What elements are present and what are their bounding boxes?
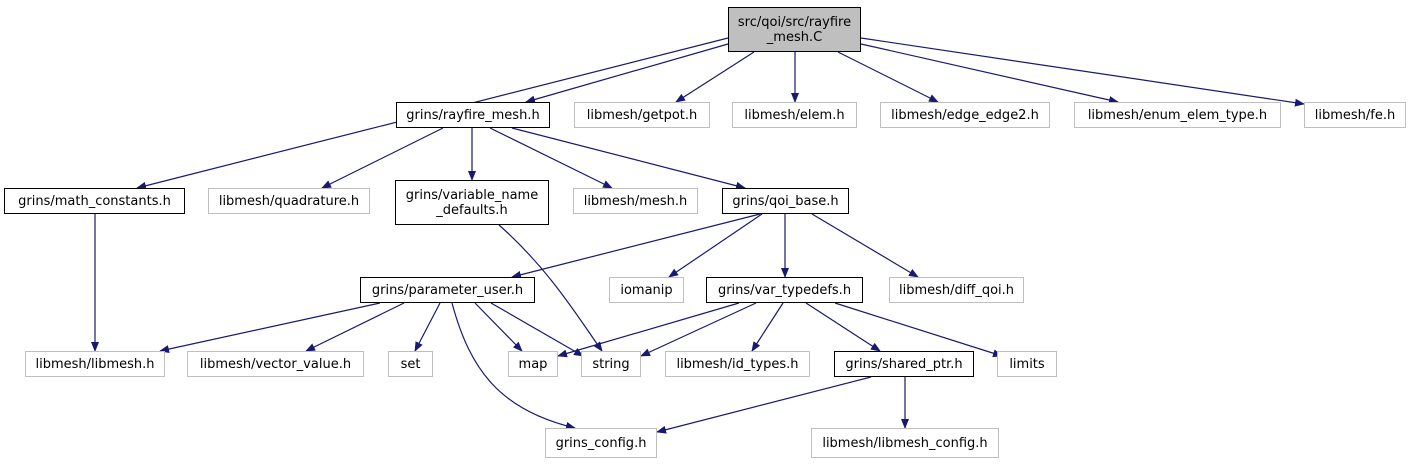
node-label: set [400, 356, 421, 372]
node-math-constants[interactable]: grins/math_constants.h [4, 188, 185, 214]
node-label: libmesh/vector_value.h [199, 356, 352, 372]
node-label: grins/variable_name _defaults.h [405, 187, 539, 218]
node-variable-name-defaults[interactable]: grins/variable_name _defaults.h [395, 180, 549, 225]
node-label: libmesh/enum_elem_type.h [1087, 107, 1268, 123]
node-label: libmesh/mesh.h [583, 193, 688, 209]
edge-rayfire-mesh-to-mesh [489, 127, 613, 189]
edge-shared-ptr-to-grins-config [656, 376, 872, 434]
node-limits: limits [997, 351, 1057, 377]
node-var-typedefs[interactable]: grins/var_typedefs.h [706, 277, 863, 303]
node-mesh: libmesh/mesh.h [573, 188, 698, 214]
edge-var-typedefs-to-map [557, 302, 740, 358]
edge-parameter-user-to-string [490, 302, 584, 357]
node-label: libmesh/fe.h [1314, 107, 1396, 123]
edge-root-to-fe [860, 37, 1305, 107]
edge-parameter-user-to-set [414, 302, 441, 352]
node-libmesh: libmesh/libmesh.h [25, 351, 165, 377]
node-shared-ptr[interactable]: grins/shared_ptr.h [834, 351, 974, 377]
edge-variable-name-defaults-to-string [498, 224, 603, 352]
edge-parameter-user-to-libmesh [159, 302, 381, 353]
edge-var-typedefs-to-shared-ptr [805, 302, 881, 352]
edge-var-typedefs-to-string [640, 302, 757, 357]
node-label: libmesh/getpot.h [586, 107, 698, 123]
node-getpot: libmesh/getpot.h [574, 102, 710, 128]
edge-root-to-getpot [675, 51, 755, 103]
node-label: grins/parameter_user.h [371, 282, 524, 298]
node-id-types: libmesh/id_types.h [665, 351, 810, 377]
edge-rayfire-mesh-to-quadrature [321, 127, 444, 189]
node-label: src/qoi/src/rayfire _mesh.C [737, 14, 852, 45]
node-enum-elem-type: libmesh/enum_elem_type.h [1074, 102, 1281, 128]
node-label: iomanip [620, 282, 673, 298]
node-parameter-user[interactable]: grins/parameter_user.h [360, 277, 535, 303]
node-libmesh-config: libmesh/libmesh_config.h [811, 428, 999, 458]
edge-qoi-base-to-diff-qoi [811, 213, 919, 278]
node-label: libmesh/libmesh.h [35, 356, 155, 372]
node-rayfire-mesh[interactable]: grins/rayfire_mesh.h [396, 102, 550, 128]
node-label: libmesh/diff_qoi.h [898, 282, 1015, 298]
node-grins-config: grins_config.h [545, 428, 657, 458]
node-label: string [592, 356, 630, 372]
node-label: grins/rayfire_mesh.h [406, 107, 540, 123]
edge-var-typedefs-to-limits [834, 302, 1003, 358]
node-label: limits [1009, 356, 1045, 372]
node-label: libmesh/elem.h [744, 107, 845, 123]
node-diff-qoi: libmesh/diff_qoi.h [889, 277, 1024, 303]
node-label: libmesh/quadrature.h [218, 193, 360, 209]
node-label: grins_config.h [555, 435, 647, 451]
node-qoi-base[interactable]: grins/qoi_base.h [722, 188, 849, 214]
node-label: libmesh/id_types.h [676, 356, 799, 372]
edge-qoi-base-to-parameter-user [511, 213, 761, 279]
edge-parameter-user-to-grins-config [451, 302, 576, 430]
node-label: grins/qoi_base.h [732, 193, 839, 209]
node-label: libmesh/libmesh_config.h [822, 435, 988, 451]
node-label: grins/math_constants.h [18, 193, 171, 209]
node-set: set [388, 351, 433, 377]
node-label: grins/shared_ptr.h [845, 356, 963, 372]
edge-root-to-rayfire-mesh [525, 43, 729, 104]
node-elem: libmesh/elem.h [732, 102, 857, 128]
node-iomanip: iomanip [609, 277, 684, 303]
node-root[interactable]: src/qoi/src/rayfire _mesh.C [728, 7, 861, 52]
node-quadrature: libmesh/quadrature.h [208, 188, 370, 214]
node-vector-value: libmesh/vector_value.h [187, 351, 364, 377]
edge-parameter-user-to-vector-value [305, 302, 405, 352]
edge-root-to-enum-elem-type [860, 43, 1119, 104]
node-string: string [581, 351, 641, 377]
node-map: map [508, 351, 558, 377]
node-label: map [518, 356, 548, 372]
edge-var-typedefs-to-id-types [751, 302, 784, 352]
edge-rayfire-mesh-to-qoi-base [511, 127, 746, 190]
edge-qoi-base-to-iomanip [668, 213, 763, 278]
node-label: grins/var_typedefs.h [717, 282, 852, 298]
node-edge-edge2: libmesh/edge_edge2.h [880, 102, 1050, 128]
edge-root-to-edge-edge2 [837, 51, 939, 103]
edge-parameter-user-to-map [474, 302, 523, 352]
node-label: libmesh/edge_edge2.h [891, 107, 1039, 123]
node-fe: libmesh/fe.h [1304, 102, 1406, 128]
